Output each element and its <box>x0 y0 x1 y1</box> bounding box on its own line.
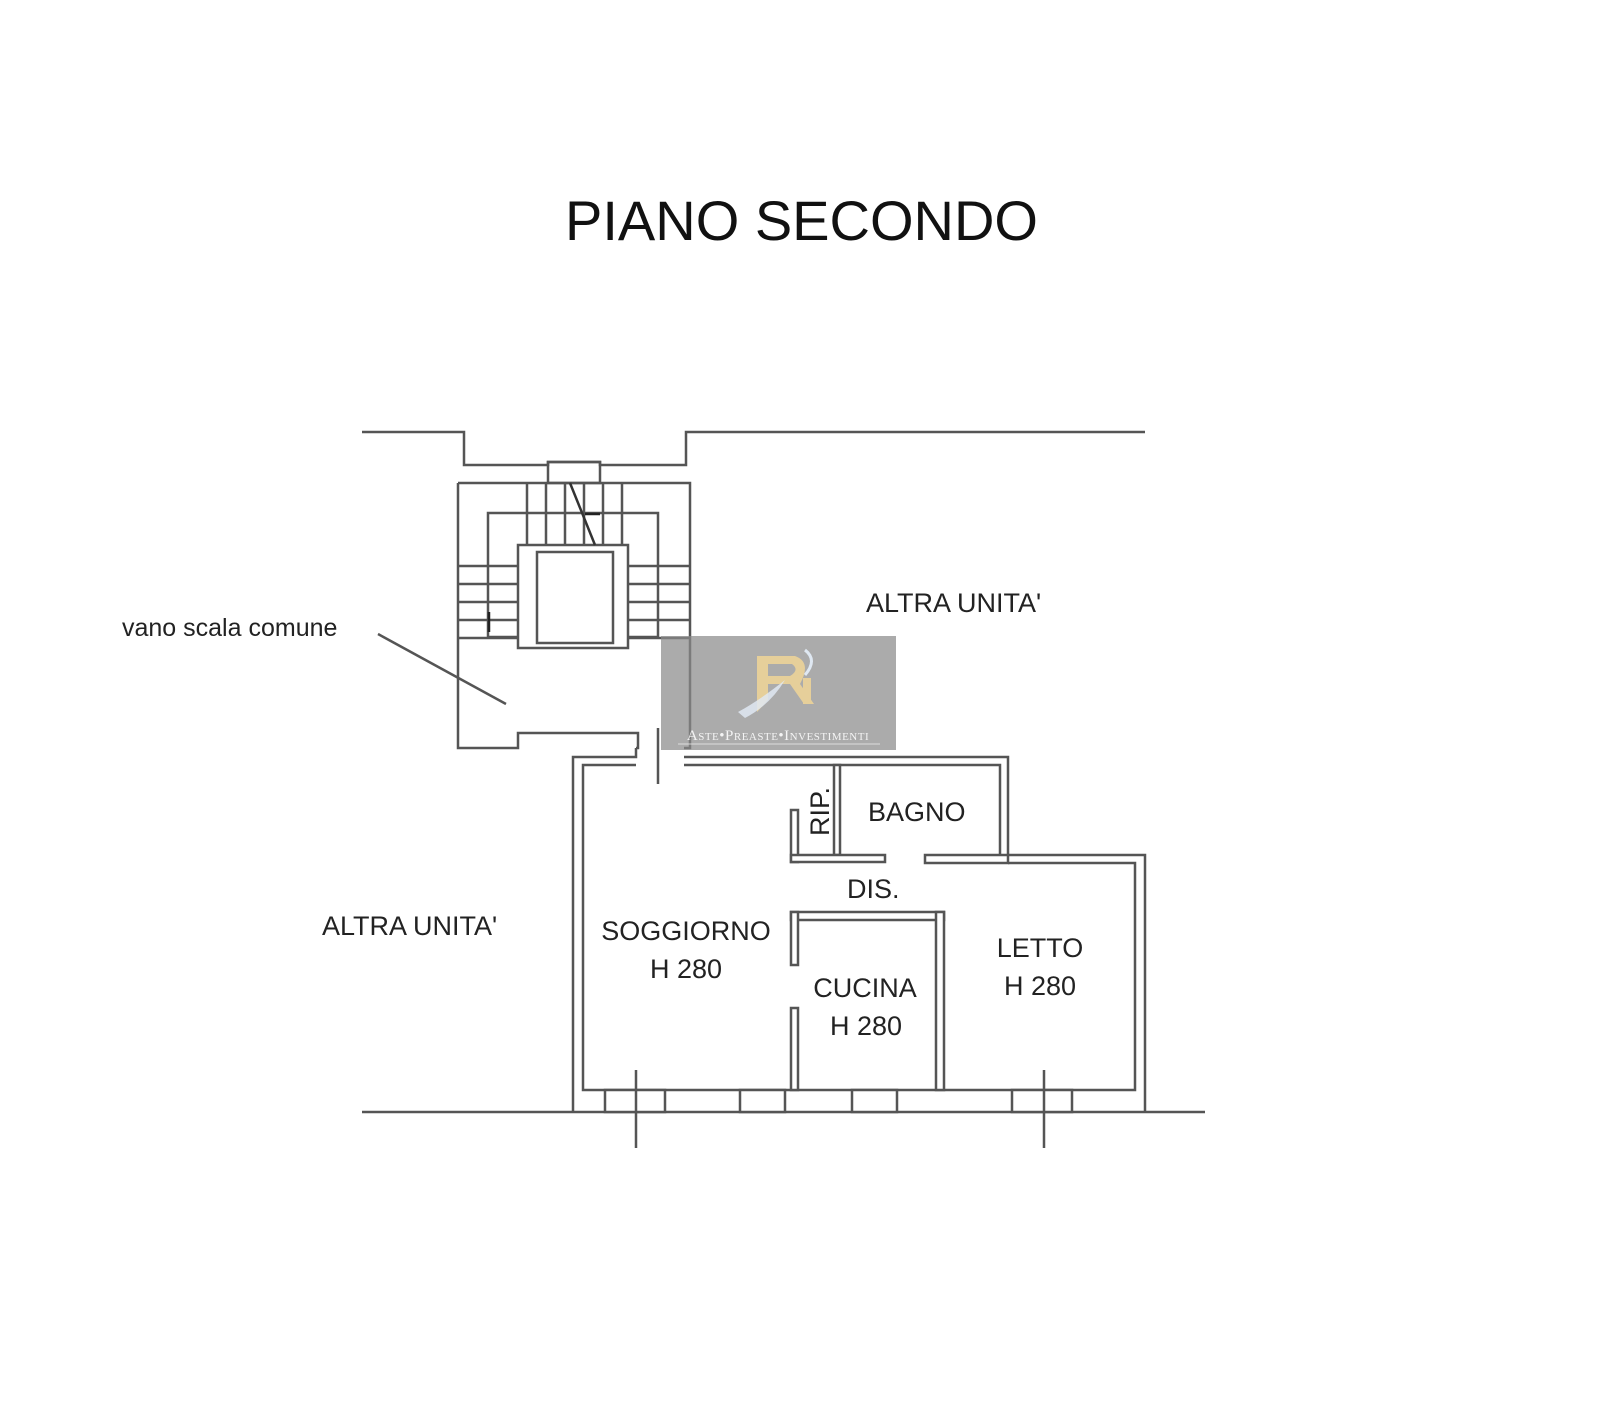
stair-leader-line <box>377 632 507 706</box>
windows <box>603 1088 1074 1114</box>
stairwell <box>377 481 692 750</box>
label-living-height: H 280 <box>650 954 722 984</box>
label-bedroom: LETTO <box>997 933 1084 963</box>
label-other-unit-top: ALTRA UNITA' <box>866 588 1041 618</box>
label-bathroom: BAGNO <box>868 797 966 827</box>
watermark-text: Aste•Preaste•Investimenti <box>687 728 869 744</box>
label-hall: DIS. <box>847 874 900 904</box>
watermark: Aste•Preaste•Investimenti <box>661 636 896 750</box>
plan-title: PIANO SECONDO <box>565 189 1038 252</box>
label-storage: RIP. <box>805 787 835 836</box>
label-bedroom-height: H 280 <box>1004 971 1076 1001</box>
label-kitchen-height: H 280 <box>830 1011 902 1041</box>
label-other-unit-left: ALTRA UNITA' <box>322 911 497 941</box>
watermark-logo <box>738 648 814 718</box>
stair-landing-stub <box>546 460 602 485</box>
label-kitchen: CUCINA <box>813 973 917 1003</box>
building-outline-top <box>362 430 1145 467</box>
label-stair: vano scala comune <box>122 614 337 642</box>
label-living: SOGGIORNO <box>601 916 771 946</box>
